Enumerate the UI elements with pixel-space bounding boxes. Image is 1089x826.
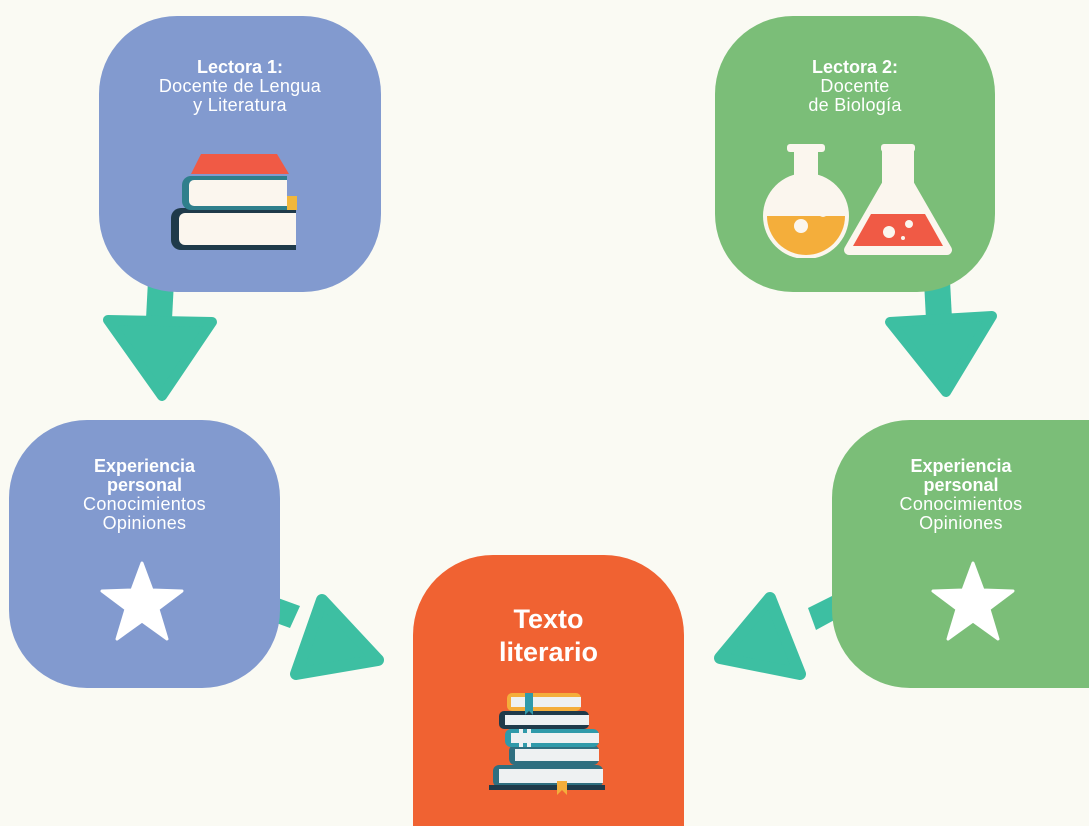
lectora-2-text: Lectora 2: Docente de Biología xyxy=(715,58,995,115)
book-pile-icon xyxy=(489,693,605,795)
texto-literario-box: Texto literario xyxy=(413,555,684,826)
experiencia-1-title-1: Experiencia xyxy=(93,456,196,476)
lectora-1-line-1: Docente de Lengua xyxy=(158,76,322,96)
star-icon xyxy=(931,561,1015,641)
texto-literario-title: Texto literario xyxy=(413,603,684,669)
lectora-2-box: Lectora 2: Docente de Biología xyxy=(715,16,995,292)
experiencia-2-title-1: Experiencia xyxy=(910,456,1012,476)
experiencia-1-line-2: Opiniones xyxy=(102,513,187,533)
lectora-2-title: Lectora 2: xyxy=(811,57,899,77)
lectora-1-line-2: y Literatura xyxy=(193,95,287,115)
experiencia-2-box: Experiencia personal Conocimientos Opini… xyxy=(832,420,1089,688)
arrow-lectora2-to-exp2 xyxy=(885,279,997,397)
texto-line-1: Texto xyxy=(513,604,584,634)
lab-flasks-icon xyxy=(763,144,952,258)
arrow-exp1-to-texto xyxy=(268,594,384,680)
arrow-exp2-to-texto xyxy=(714,592,838,680)
lectora-2-line-2: de Biología xyxy=(808,95,902,115)
arrow-lectora1-to-exp1 xyxy=(103,279,217,401)
lectora-1-title: Lectora 1: xyxy=(196,57,284,77)
lectora-1-text: Lectora 1: Docente de Lengua y Literatur… xyxy=(99,58,381,115)
experiencia-2-line-2: Opiniones xyxy=(919,513,1003,533)
lectora-1-box: Lectora 1: Docente de Lengua y Literatur… xyxy=(99,16,381,292)
experiencia-1-box: Experiencia personal Conocimientos Opini… xyxy=(9,420,280,688)
experiencia-1-text: Experiencia personal Conocimientos Opini… xyxy=(9,457,280,533)
texto-line-2: literario xyxy=(498,637,599,667)
lectora-2-line-1: Docente xyxy=(820,76,890,96)
experiencia-1-title-2: personal xyxy=(106,475,183,495)
experiencia-2-text: Experiencia personal Conocimientos Opini… xyxy=(832,457,1089,533)
experiencia-1-line-1: Conocimientos xyxy=(83,494,206,514)
experiencia-2-title-2: personal xyxy=(923,475,999,495)
stacked-books-icon xyxy=(171,154,297,250)
experiencia-2-line-1: Conocimientos xyxy=(899,494,1023,514)
star-icon xyxy=(100,561,184,641)
